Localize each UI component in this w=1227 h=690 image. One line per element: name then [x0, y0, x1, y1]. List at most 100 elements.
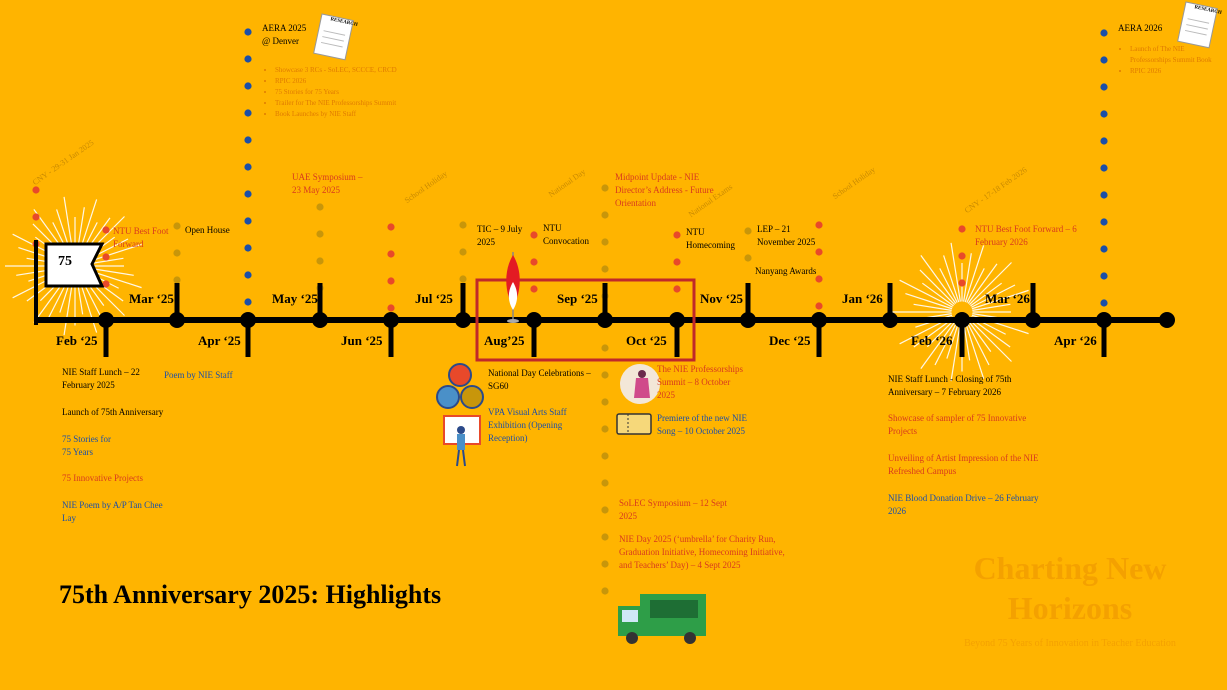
professor-figure-icon — [620, 364, 660, 404]
connector-dot — [459, 248, 467, 256]
firework-ray — [946, 321, 960, 359]
timeline-end-node — [1159, 312, 1175, 328]
connector-dot — [32, 213, 40, 221]
timeline-node — [669, 312, 685, 328]
connector-dot — [244, 244, 252, 252]
firework-ray — [905, 293, 953, 310]
connector-dot — [601, 398, 609, 406]
firework-ray — [920, 320, 957, 369]
aera-2026-item: Launch of The NIE Professorships Summit … — [1130, 44, 1225, 66]
connector-dot — [958, 279, 966, 287]
connector-dot — [387, 277, 395, 285]
connector-dot — [601, 184, 609, 192]
aera-2025-place: @ Denver — [262, 36, 300, 46]
fireworks-right — [892, 242, 1029, 382]
timeline-node — [98, 312, 114, 328]
timeline-node — [312, 312, 328, 328]
connector-dot — [1100, 245, 1108, 253]
research-paper-icon-2026 — [1177, 1, 1218, 49]
firework-ray — [934, 321, 958, 366]
connector-dot — [244, 109, 252, 117]
event-ntu-convocation: NTU Convocation — [543, 223, 589, 246]
aera-2026-title: AERA 2026 — [1118, 23, 1163, 33]
aera-2026-item: RPIC 2026 — [1130, 66, 1225, 77]
event-nanyang-awards: Nanyang Awards — [755, 266, 817, 276]
firework-ray — [913, 303, 952, 311]
event-blood-donation: NIE Blood Donation Drive – 26 February 2… — [888, 493, 1039, 516]
connector-dot — [1100, 83, 1108, 91]
firework-ray — [966, 321, 990, 366]
connector-dot — [673, 258, 681, 266]
connector-dot — [244, 136, 252, 144]
connector-dot — [958, 252, 966, 260]
event-nie-poem-tan: NIE Poem by A/P Tan Chee Lay — [62, 500, 163, 523]
brand-line-2: Horizons — [1007, 590, 1133, 626]
timeline-node — [811, 312, 827, 328]
connector-dot — [1100, 29, 1108, 37]
connector-dot — [601, 265, 609, 273]
brand-heading: Charting New Horizons — [940, 548, 1200, 628]
event-nie-day: NIE Day 2025 (‘umbrella’ for Charity Run… — [619, 534, 785, 570]
highlight-box — [475, 278, 696, 362]
connector-dot — [601, 533, 609, 541]
firework-ray — [969, 262, 1012, 305]
event-tic: TIC – 9 July 2025 — [477, 224, 523, 247]
firework-ray — [969, 319, 1012, 362]
month-label-above: Mar ‘26 — [985, 291, 1030, 306]
connector-dot — [32, 186, 40, 194]
connector-dot — [244, 190, 252, 198]
timeline-node — [383, 312, 399, 328]
firework-ray — [966, 268, 985, 303]
connector-dot — [958, 225, 966, 233]
firework-ray — [950, 242, 961, 302]
connector-dot — [173, 249, 181, 257]
connector-dot — [244, 82, 252, 90]
event-ntu-bff-2025: NTU Best Foot Forward — [113, 226, 169, 249]
aera-2025-item: Book Launches by NIE Staff — [275, 109, 435, 120]
connector-dot — [244, 217, 252, 225]
connector-dot — [1100, 110, 1108, 118]
connector-dot — [244, 163, 252, 171]
event-vpa-exhibition: VPA Visual Arts Staff Exhibition (Openin… — [488, 407, 567, 443]
connector-dot — [316, 257, 324, 265]
month-label-below: Oct ‘25 — [626, 333, 667, 348]
connector-dot — [102, 253, 110, 261]
month-label-above: May ‘25 — [272, 291, 318, 306]
connector-dot — [601, 587, 609, 595]
connector-dot — [1100, 272, 1108, 280]
connector-dot — [815, 248, 823, 256]
timeline-node — [455, 312, 471, 328]
firework-ray — [920, 255, 957, 304]
aera-2025-item: Trailer for The NIE Professorships Summi… — [275, 98, 435, 109]
event-staff-lunch-2026: NIE Staff Lunch - Closing of 75th Annive… — [888, 374, 1012, 397]
connector-dot — [1100, 137, 1108, 145]
firework-ray — [963, 253, 972, 302]
connector-dot — [387, 250, 395, 258]
aera-2025-item: 75 Stories for 75 Years — [275, 87, 435, 98]
page-title: 75th Anniversary 2025: Highlights — [59, 580, 442, 609]
connector-dot — [815, 275, 823, 283]
event-unveiling: Unveiling of Artist Impression of the NI… — [888, 453, 1039, 476]
connector-dot — [673, 285, 681, 293]
month-label-below: Feb ‘25 — [56, 333, 98, 348]
timeline-node — [882, 312, 898, 328]
connector-dot — [316, 203, 324, 211]
event-75-innovative: 75 Innovative Projects — [62, 473, 143, 483]
aera-2025-list: Showcase 3 RCs - SoLEC, SCCCE, CRCD RPIC… — [265, 65, 435, 120]
connector-dot — [815, 221, 823, 229]
firework-ray — [967, 320, 992, 352]
connector-dot — [244, 271, 252, 279]
connector-dot — [244, 28, 252, 36]
month-label-below: Apr ‘26 — [1054, 333, 1097, 348]
firework-ray — [926, 319, 955, 348]
connector-dot — [459, 221, 467, 229]
aera-2025-title: AERA 2025 @ Denver — [262, 22, 306, 48]
event-open-house: Open House — [185, 225, 230, 235]
firework-ray — [943, 255, 960, 303]
firework-ray — [972, 303, 1011, 311]
month-label-above: Sep ‘25 — [557, 291, 598, 306]
connector-dot — [1100, 218, 1108, 226]
connector-dot — [1100, 56, 1108, 64]
